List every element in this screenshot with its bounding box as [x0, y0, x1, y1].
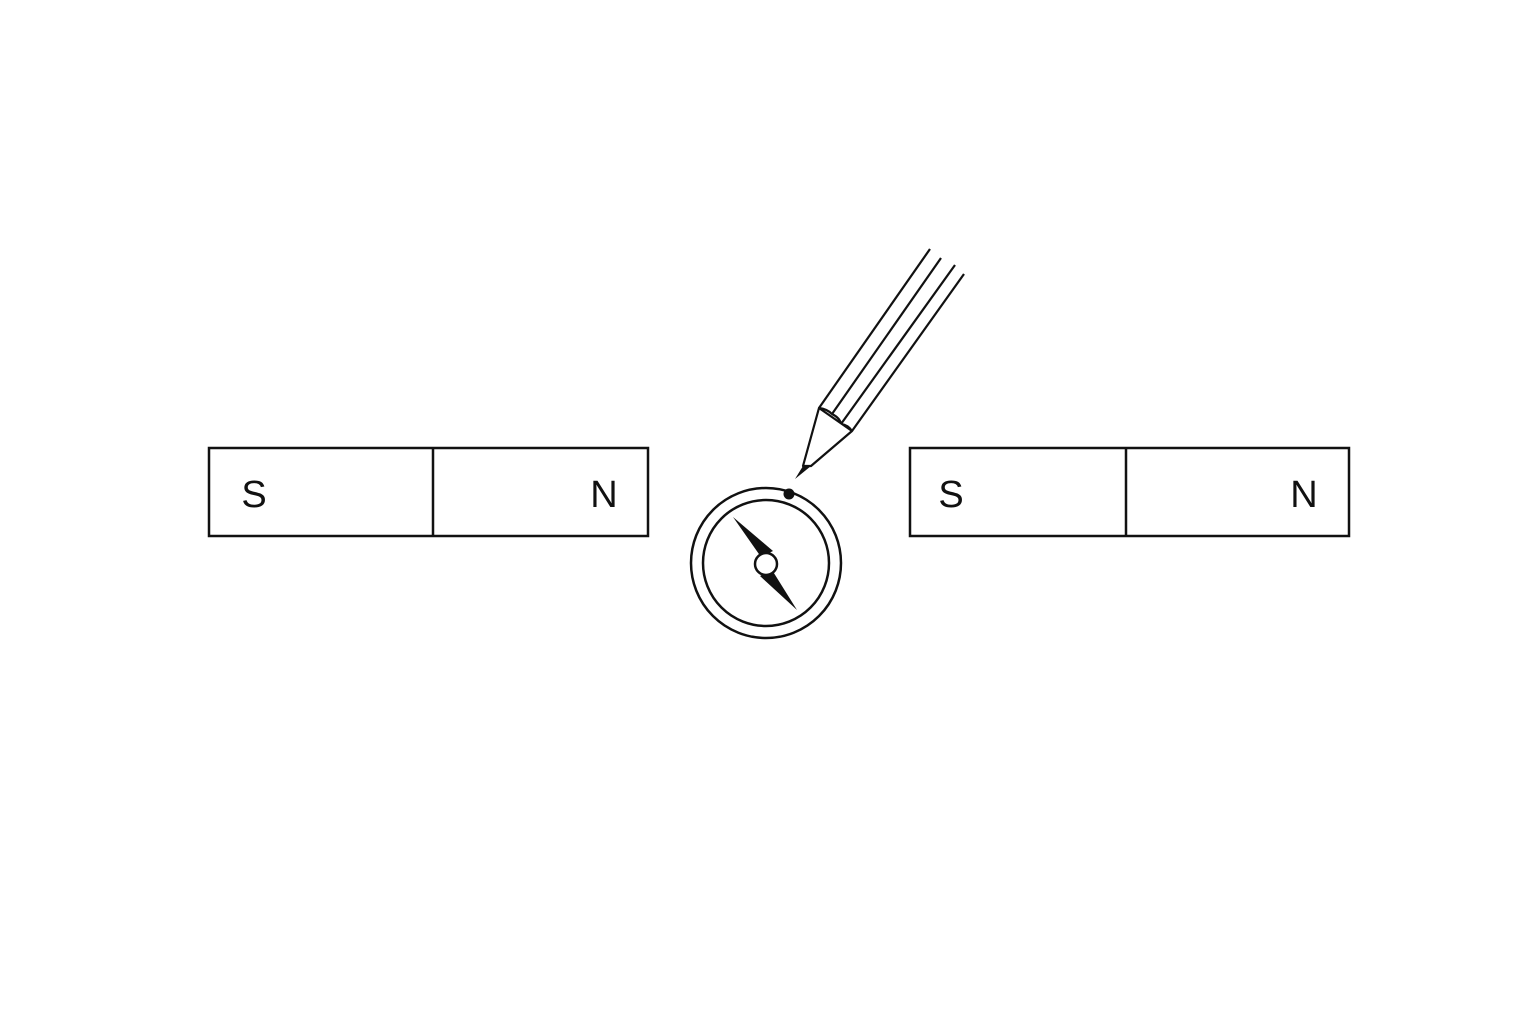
pencil-body-edge-1: [818, 248, 931, 409]
bar-magnet-left: S N: [207, 446, 650, 538]
compass-needle-south: [760, 570, 797, 610]
pencil-icon: [783, 248, 965, 500]
magnet-right-north-label: N: [1290, 474, 1317, 516]
pencil-shaving-line: [818, 406, 853, 432]
pencil-tip: [795, 466, 811, 479]
pencil-body-edge-3: [840, 264, 956, 425]
pencil-cone: [801, 406, 854, 468]
compass-outer-ring: [689, 486, 843, 640]
pencil-body-edge-4: [851, 273, 965, 432]
compass-icon: [689, 486, 843, 640]
magnet-left-body: [207, 446, 650, 538]
magnet-left-north-label: N: [590, 474, 617, 516]
magnet-right-body: [908, 446, 1351, 538]
pencil-body-edge-2: [831, 257, 942, 415]
magnet-left-south-label: S: [241, 474, 266, 516]
compass-pivot: [753, 551, 779, 577]
compass-inner-ring: [701, 498, 831, 628]
pencil-mark-dot: [783, 488, 795, 500]
magnet-right-south-label: S: [938, 474, 963, 516]
bar-magnet-right: S N: [908, 446, 1351, 538]
compass-needle-north: [733, 517, 773, 557]
compass-needle: [733, 517, 797, 610]
